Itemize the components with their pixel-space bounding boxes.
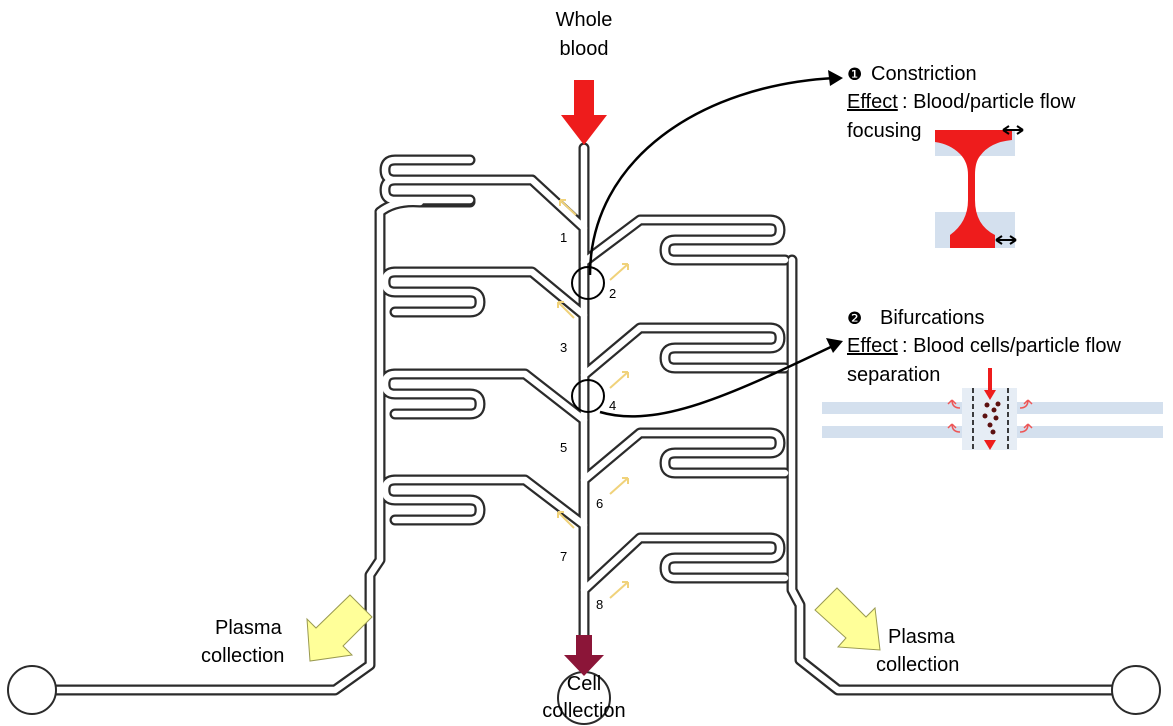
cell-label-line1: Cell [567,673,601,695]
flow-arrow-8 [609,581,629,599]
branch-number-3: 3 [560,340,567,355]
inset-side-arrow-2 [947,423,961,433]
flow-arrow-3 [557,301,575,319]
flow-arrow-6 [609,477,629,495]
inset-inflow-arrow [984,390,996,400]
bifurcation-title: Bifurcations [880,307,985,329]
flow-arrow-7 [557,511,575,529]
bifurcation-highlight [571,379,605,413]
inset-side-arrow-3 [1019,399,1033,409]
cell-label-line2: collection [542,700,625,722]
width-marker-top [1002,125,1024,135]
branch-number-4: 4 [609,398,616,413]
branch-numbers: 1 2 3 4 5 6 7 8 [560,230,616,612]
bifurcation-callout-arrowhead [826,338,843,353]
inlet-label-line1: Whole [556,9,613,31]
width-marker-bottom [995,235,1017,245]
flow-arrow-4 [609,371,629,389]
branch-number-7: 7 [560,549,567,564]
flow-arrow-1 [559,199,577,216]
left-reservoir [7,665,57,715]
plasma-left-label-line2: collection [201,645,284,667]
inlet-arrow [561,80,607,145]
constriction-callout-line [588,76,836,276]
branch-number-1: 1 [560,230,567,245]
plasma-arrow-left [306,594,373,662]
plasma-left-label-line1: Plasma [215,617,283,639]
constriction-title: Constriction [871,63,977,85]
constriction-marker: ❶ [847,65,862,85]
constricted-fluid-shape [935,130,1012,248]
plasma-right-label-line1: Plasma [888,626,956,648]
plasma-right-label-line2: collection [876,654,959,676]
branch-number-5: 5 [560,440,567,455]
constriction-effect-key: Effect [847,91,898,113]
inset-particles [982,401,1001,435]
constriction-callout-arrowhead [828,70,843,86]
branch-number-6: 6 [596,496,603,511]
bifurcation-callout-line [599,343,836,418]
constriction-highlight [571,266,605,300]
right-reservoir [1111,665,1161,715]
bifurcation-inset [822,368,1163,450]
flow-arrow-2 [609,263,629,281]
constriction-inset [935,125,1024,248]
inset-outflow-arrow [984,440,996,450]
bifurcation-effect-key: Effect [847,335,898,357]
flow-arrows [557,199,629,599]
branch-number-2: 2 [609,286,616,301]
inlet-label-line2: blood [560,38,609,60]
inset-side-arrow-1 [947,399,961,409]
constriction-effect-text-2: focusing [847,120,922,142]
plasma-arrow-right [814,587,881,651]
outlet-arrow [564,635,604,676]
channel-network [7,142,1161,725]
constriction-effect-text: : Blood/particle flow [902,91,1076,113]
bifurcation-effect-text: : Blood cells/particle flow [902,335,1122,357]
branch-number-8: 8 [596,597,603,612]
bifurcation-effect-text-2: separation [847,364,940,386]
bifurcation-marker: ❷ [847,309,862,329]
inset-side-arrow-4 [1019,423,1033,433]
